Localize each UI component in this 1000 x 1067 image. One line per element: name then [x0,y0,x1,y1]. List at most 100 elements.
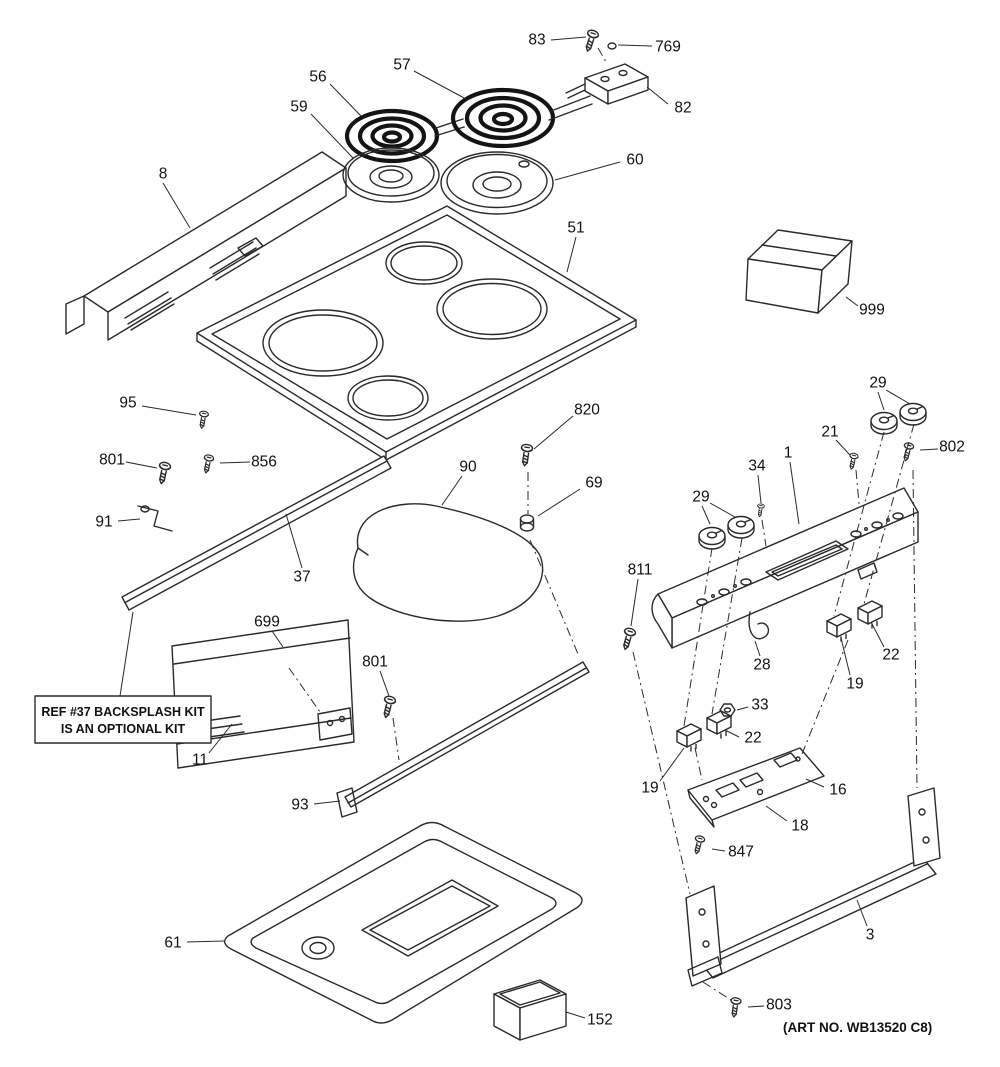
leader-line-801 [125,461,158,469]
callout-801: 801 [99,452,125,469]
switch-19-mid [676,723,702,752]
leader-line-801 [379,670,390,697]
callout-811: 811 [628,562,653,579]
leader-line-59 [310,113,354,159]
callout-16: 16 [829,782,846,799]
leader-line-21 [835,439,851,456]
callout-847: 847 [728,844,754,861]
callout-769: 769 [655,39,681,56]
screw-811 [619,626,637,652]
leader-line-1 [789,461,800,525]
part-999-carton [745,229,853,314]
leader-line-56 [329,83,362,117]
screw-847 [691,834,706,856]
callout-69: 69 [585,475,602,492]
leader-line-69 [537,488,581,517]
leader-line-8 [162,182,191,229]
callout-56: 56 [309,69,326,86]
callout-60: 60 [626,152,644,169]
callout-18: 18 [791,818,808,835]
leader-line-16 [805,778,825,788]
washer-769 [607,42,617,50]
callout-22: 22 [882,647,899,664]
leader-line-22 [724,729,740,738]
callout-37: 37 [293,569,310,586]
part-91-bracket [137,505,173,532]
leader-line-33 [736,706,749,711]
leader-line-83 [550,36,587,41]
callout-57: 57 [393,57,410,74]
parts-layer [65,28,941,1041]
part-11-backsplash-panel [171,619,355,769]
leader-line-91 [117,518,141,522]
screw-820 [518,443,534,468]
callout-90: 90 [459,459,477,476]
part-69-clip [519,514,535,532]
part-8-rear-vent-panel [65,151,347,341]
screw-802 [900,441,915,463]
callout-802: 802 [939,439,965,456]
leader-line-803 [747,1005,765,1008]
fastener-95 [196,409,210,430]
knob-29-d [899,402,927,426]
callout-699: 699 [254,614,280,631]
fastener-34 [755,503,765,518]
leader-line-60 [554,161,621,181]
callout-29: 29 [692,489,709,506]
art-number: (ART NO. WB13520 C8) [783,1020,932,1035]
leader-line-82 [646,86,669,105]
leader-line-37 [285,513,303,569]
knob-29-c [870,411,898,435]
screw-83 [581,28,601,54]
switch-19-right [826,613,852,642]
callout-22: 22 [744,730,761,747]
note-line1: REF #37 BACKSPLASH KIT [41,705,205,719]
part-82-terminal-block [565,63,649,105]
leader-line-3 [856,899,868,927]
part-16-18-control-board [687,747,825,828]
leader-line-51 [566,236,577,273]
leader-line-19 [659,747,685,782]
leader-line-847 [711,848,726,852]
leader-line-29 [877,391,885,411]
leader-line-57 [413,70,467,100]
note-box: REF #37 BACKSPLASH KIT IS AN OPTIONAL KI… [34,611,212,744]
part-56-surface-coil [344,108,465,164]
callout-820: 820 [574,402,600,419]
leader-line-820 [533,415,574,450]
leader-line-29 [701,505,711,525]
switch-22-mid [706,710,732,739]
leader-line-29 [885,389,911,405]
leader-line-152 [565,1011,586,1019]
callout-1: 1 [784,445,793,462]
note-line2: IS AN OPTIONAL KIT [61,722,186,736]
leader-line-811 [630,578,639,627]
projection-lines [288,47,918,1001]
part-57-surface-coil [450,87,593,149]
callout-3: 3 [866,927,875,944]
screw-801-left [155,460,172,486]
callout-8: 8 [159,166,168,183]
callout-59: 59 [290,99,307,116]
callout-28: 28 [753,657,770,674]
leader-line-856 [219,461,251,464]
note-leader-line [119,611,134,697]
part-3-side-frame [685,787,941,987]
knob-29-a [698,526,726,550]
switch-22-right [857,600,883,629]
callout-801: 801 [362,654,388,671]
leader-line-769 [617,44,653,47]
leader-line-61 [186,940,225,943]
leader-line-34 [757,474,762,504]
leader-line-699 [271,630,284,648]
part-61-maintop-body [223,821,583,1024]
part-33-nut [719,703,736,717]
screw-21 [846,452,860,471]
callout-19: 19 [641,780,658,797]
callout-34: 34 [748,458,766,475]
leader-line-95 [141,405,197,416]
leader-line-802 [919,448,939,451]
callout-152: 152 [587,1012,613,1029]
